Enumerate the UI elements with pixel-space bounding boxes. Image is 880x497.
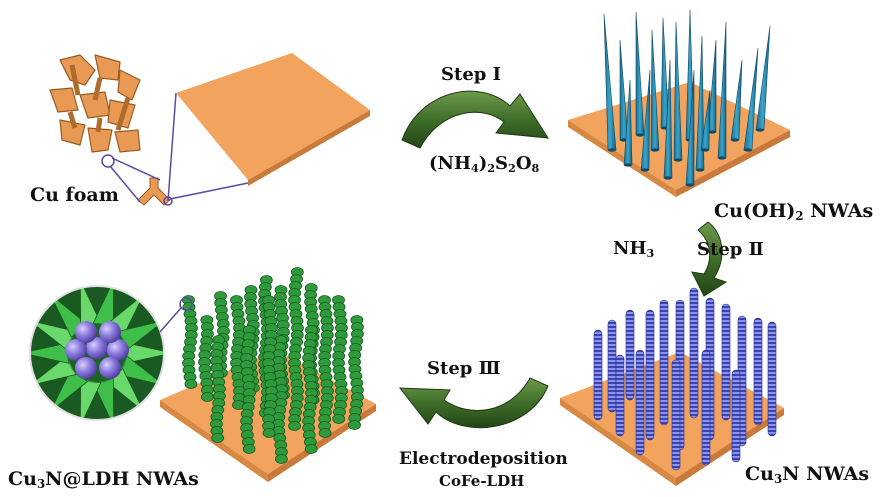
cu3n-ldh-nwas-label: Cu3N@LDH NWAs	[8, 468, 199, 491]
ldh-flake	[348, 420, 361, 430]
ldh-flake	[242, 444, 256, 454]
nanowire-base	[731, 138, 739, 142]
step-1-arrow	[401, 90, 549, 149]
cu3n-ldh-nanowire-array	[182, 267, 364, 464]
electrodeposition-label: Electrodeposition	[399, 449, 568, 469]
nanowire	[625, 309, 635, 401]
nanowire	[701, 349, 711, 466]
ldh-flake	[318, 428, 332, 438]
nanowire-base	[641, 168, 649, 172]
nanowire	[755, 25, 771, 131]
ldh-flake	[304, 444, 318, 454]
cu3n-nwas-label: Cu3N NWAs	[745, 463, 870, 486]
nanowire	[635, 11, 645, 136]
ldh-flake	[200, 392, 214, 402]
nanowire-base	[674, 158, 682, 162]
nanowire	[721, 303, 731, 421]
core-shell-callout	[29, 285, 193, 421]
step-2-arrow	[691, 221, 728, 297]
nanowire-base	[636, 133, 644, 137]
ldh-flake	[332, 414, 346, 424]
nanowire	[645, 309, 655, 441]
nanowire-base	[651, 148, 659, 152]
step-2-label: Step Ⅱ	[697, 239, 764, 260]
nanowire	[689, 287, 699, 419]
nanowire	[753, 317, 763, 426]
cuoh2-nanowire-array	[603, 9, 771, 187]
reagent-1-label: (NH4)2S2O8	[429, 153, 540, 175]
nanowire-base	[718, 156, 726, 160]
cu-foam-illustration	[49, 54, 249, 206]
cuoh2-nwas-label: Cu(OH)2 NWAs	[714, 200, 874, 223]
nanowire	[615, 354, 625, 437]
nanowire	[731, 369, 741, 463]
nanowire	[635, 349, 645, 456]
nanowire-base	[608, 148, 616, 152]
nanowire	[593, 329, 603, 421]
nanowire-base	[624, 163, 632, 167]
nanowire-base	[664, 176, 672, 180]
step-3-arrow	[398, 377, 549, 429]
cu-substrate-plate	[176, 53, 370, 186]
nh3-label: NH3	[613, 238, 655, 260]
ldh-flake	[184, 379, 198, 389]
nanowire	[650, 29, 660, 151]
nanowire-base	[701, 148, 709, 152]
ldh-flake	[288, 421, 301, 431]
nanowire-base	[744, 148, 752, 152]
nanowire-base	[756, 128, 764, 132]
nanowire	[671, 359, 681, 471]
nanowire-base	[696, 168, 704, 172]
step-1-label: Step Ⅰ	[441, 64, 502, 85]
step-3-label: Step Ⅲ	[427, 358, 501, 379]
nanowire-base	[686, 183, 694, 187]
nanowire	[607, 319, 617, 413]
cu-foam-label: Cu foam	[30, 184, 119, 206]
nanowire-base	[708, 130, 716, 134]
ldh-flake	[275, 454, 288, 464]
nanowire	[767, 321, 777, 437]
ldh-flake	[211, 433, 225, 443]
ldh-flake	[262, 428, 276, 438]
cofe-ldh-label: CoFe-LDH	[439, 472, 525, 490]
cu3n-nanowire-array	[593, 287, 777, 471]
nanowire	[717, 21, 727, 159]
nanowire	[659, 299, 669, 426]
